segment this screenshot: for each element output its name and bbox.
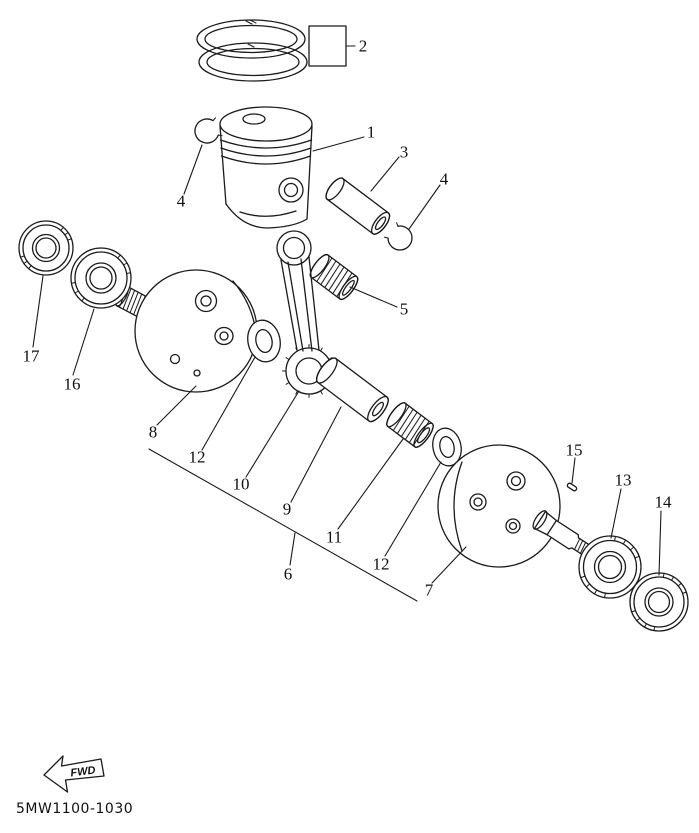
crank-half-right [437,444,594,568]
callout-4-left: 4 [177,192,186,211]
bearing-16 [70,247,132,309]
washer-right [432,427,462,467]
bearing-14 [629,572,689,632]
fwd-label: FWD [70,765,96,780]
callout-4-right: 4 [440,170,449,189]
piston [219,106,313,229]
callout-1: 1 [367,123,376,142]
callout-3: 3 [400,143,409,162]
callout-16: 16 [64,375,81,394]
callouts: 2 1 3 4 4 5 17 16 8 12 10 9 11 12 6 7 15… [23,37,673,600]
circlip-right [383,222,413,251]
callout-15: 15 [566,441,583,460]
ring-set-bracket-box [308,25,347,67]
circlip-left [194,117,223,144]
piston-pin [325,177,391,235]
callout-2: 2 [359,37,368,56]
callout-8: 8 [149,423,158,442]
big-end-bearing [386,402,434,448]
fwd-arrow: FWD [43,755,105,793]
part-number: 5MW1100-1030 [16,801,133,817]
callout-11: 11 [326,528,342,547]
callout-6: 6 [284,565,293,584]
bearing-17 [18,220,74,276]
callout-9: 9 [283,500,292,519]
crank-half-left [134,269,258,393]
crank-pin [315,357,389,423]
leader-lines [32,45,662,602]
callout-14: 14 [655,493,673,512]
crank-shaft-right [532,510,594,558]
washer-left [247,319,281,363]
piston-rings [196,19,308,82]
callout-7: 7 [425,581,434,600]
bearing-13 [578,535,642,599]
callout-12-left: 12 [189,448,206,467]
callout-12-right: 12 [373,555,390,574]
callout-10: 10 [233,475,250,494]
callout-5: 5 [400,300,409,319]
woodruff-key [566,482,578,492]
callout-17: 17 [23,347,41,366]
assembly-bracket-line [148,448,418,602]
callout-13: 13 [615,471,632,490]
